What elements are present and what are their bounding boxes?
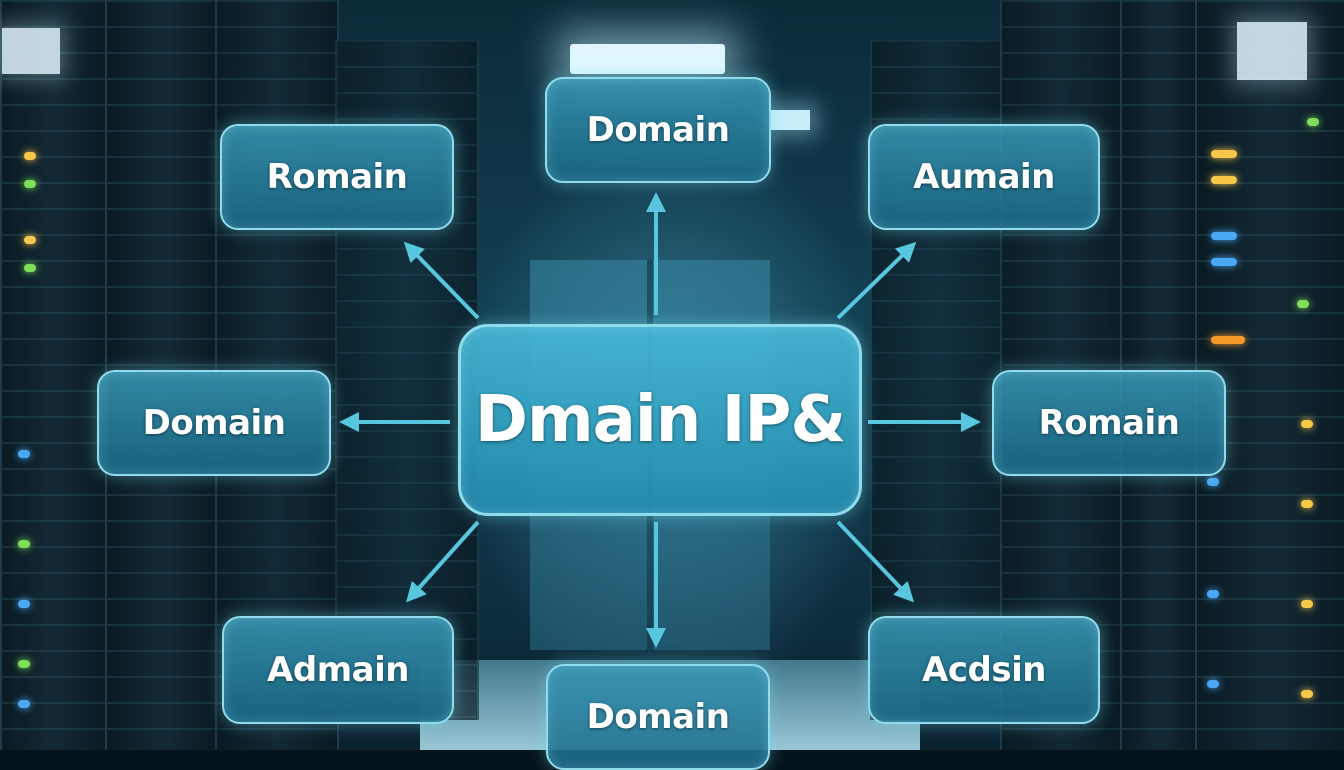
arrow-to-bottom-right bbox=[836, 520, 915, 603]
node-top-left: Romain bbox=[220, 124, 454, 230]
connector-arrows bbox=[339, 192, 981, 648]
server-rack-left-outer bbox=[0, 0, 109, 750]
server-rack-right-outer bbox=[1195, 0, 1344, 750]
arrow-to-bottom-left bbox=[405, 520, 480, 603]
node-bottom-left: Admain bbox=[222, 616, 454, 724]
node-center: Dmain IP& bbox=[458, 324, 862, 516]
ceiling-light bbox=[570, 44, 725, 74]
arrow-to-top-right bbox=[836, 241, 917, 320]
node-bottom: Domain bbox=[546, 664, 770, 770]
node-right: Romain bbox=[992, 370, 1226, 476]
node-top-right: Aumain bbox=[868, 124, 1100, 230]
ceiling-light bbox=[770, 110, 810, 130]
node-top: Domain bbox=[545, 77, 771, 183]
node-bottom-right: Acdsin bbox=[868, 616, 1100, 724]
node-left: Domain bbox=[97, 370, 331, 476]
arrow-to-top-left bbox=[403, 241, 480, 320]
